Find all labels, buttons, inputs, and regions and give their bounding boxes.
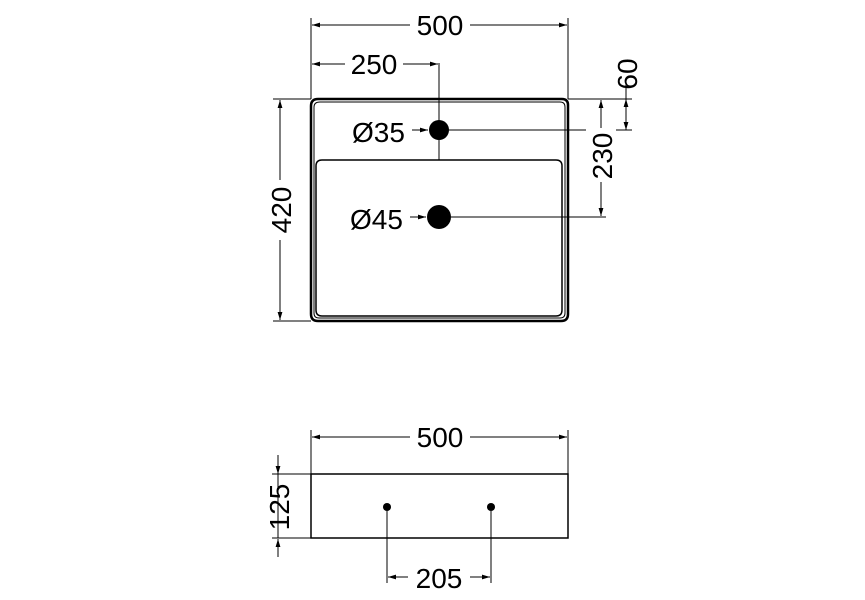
basin-front-outline — [310, 473, 569, 539]
dim-waste-offset: 230 — [587, 133, 618, 180]
label-waste-diameter: Ø45 — [350, 204, 403, 235]
basin-outer-outline — [309, 97, 570, 323]
label-tap-diameter: Ø35 — [352, 117, 405, 148]
fixing-point-left — [383, 503, 391, 511]
dim-front-height: 125 — [264, 484, 295, 531]
dim-front-width: 500 — [417, 422, 464, 453]
bowl-outline — [315, 159, 563, 317]
dim-tap-offset: 250 — [351, 49, 398, 80]
top-view: 500 250 Ø35 Ø45 60 230 420 — [264, 8, 643, 323]
fixing-point-right — [487, 503, 495, 511]
front-view: 500 125 205 — [264, 421, 569, 594]
dim-overall-width: 500 — [417, 10, 464, 41]
waste-hole — [427, 205, 451, 229]
dim-fixing-spacing: 205 — [416, 563, 463, 594]
dim-tap-top-offset: 60 — [612, 58, 643, 89]
dim-overall-depth: 420 — [266, 187, 297, 234]
basin-outer-inner-line — [313, 101, 566, 319]
